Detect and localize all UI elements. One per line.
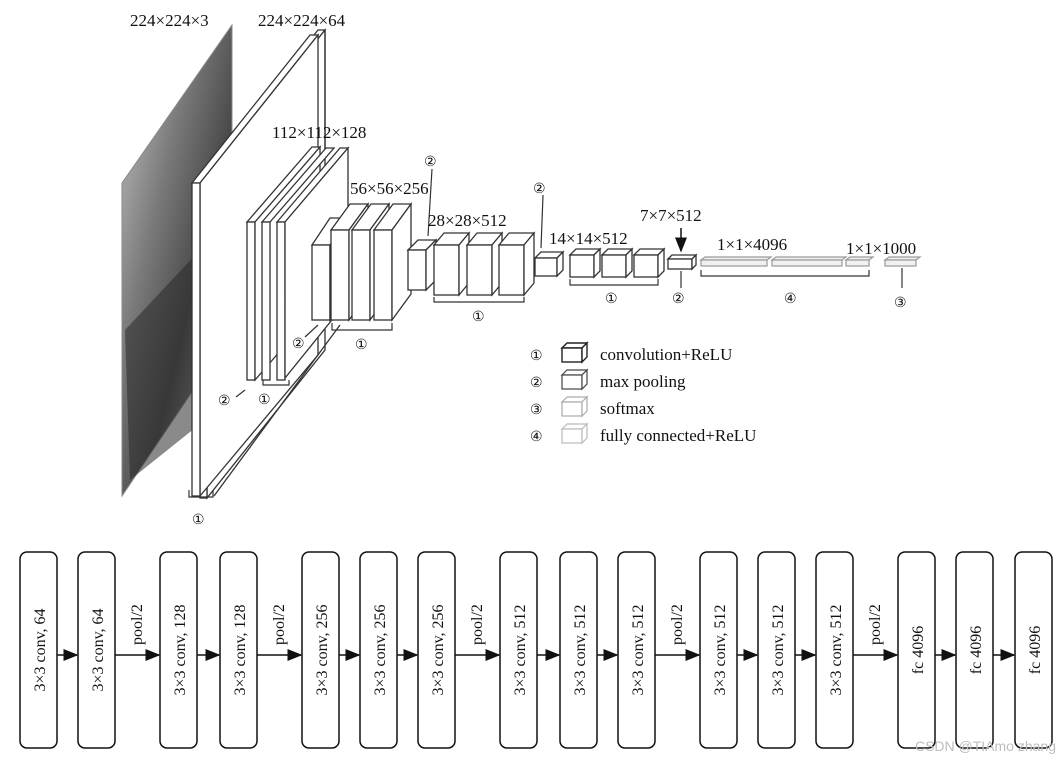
fc-layers: [699, 256, 922, 267]
legend-cube-softmax-icon: [560, 395, 589, 418]
marker-block3-pool: ②: [424, 155, 437, 170]
legend-cube-pool-icon: [560, 368, 589, 391]
legend-num-4: ④: [530, 430, 543, 445]
dim-block1: 224×224×64: [258, 11, 346, 30]
legend-label-1: convolution+ReLU: [600, 345, 732, 364]
marker-block5-conv: ①: [605, 292, 618, 307]
pool-label-2: pool/2: [271, 604, 288, 645]
final-pool-layer: [666, 253, 698, 271]
dimension-labels: 224×224×3 224×224×64 112×112×128 56×56×2…: [130, 11, 916, 258]
legend-label-2: max pooling: [600, 372, 686, 391]
legend: ① convolution+ReLU ② max pooling ③ softm…: [530, 341, 756, 445]
marker-block4-pool: ②: [533, 182, 546, 197]
flow-box-1: [19, 551, 58, 749]
dim-block3: 56×56×256: [350, 179, 429, 198]
legend-num-1: ①: [530, 349, 543, 364]
marker-softmax: ③: [894, 296, 907, 311]
marker-block1-conv: ①: [192, 513, 205, 528]
block5-layers: [533, 247, 666, 279]
watermark: CSDN @TIAmo zhang: [914, 738, 1056, 754]
block4-layers: [406, 231, 536, 297]
flow-label-6: 3×3 conv, 256: [372, 604, 389, 695]
flow-label-8: 3×3 conv, 512: [512, 604, 529, 695]
dim-input: 224×224×3: [130, 11, 209, 30]
flow-label-16: fc 4096: [1027, 626, 1044, 674]
flow-label-7: 3×3 conv, 256: [430, 604, 447, 695]
legend-label-3: softmax: [600, 399, 655, 418]
pool-label-3: pool/2: [469, 604, 486, 645]
legend-cube-fc-icon: [560, 422, 589, 445]
flow-label-14: fc 4096: [910, 626, 927, 674]
marker-block2-conv: ①: [258, 393, 271, 408]
marker-block1-pool: ②: [218, 394, 231, 409]
dim-block4: 28×28×512: [428, 211, 507, 230]
flow-label-11: 3×3 conv, 512: [712, 604, 729, 695]
dim-block5: 14×14×512: [549, 229, 628, 248]
legend-num-2: ②: [530, 376, 543, 391]
flow-label-10: 3×3 conv, 512: [630, 604, 647, 695]
flow-label-3: 3×3 conv, 128: [172, 604, 189, 695]
marker-block4-conv: ①: [472, 310, 485, 325]
flow-label-2: 3×3 conv, 64: [90, 608, 107, 691]
marker-block3-conv: ①: [355, 338, 368, 353]
block2-layers: [245, 145, 350, 382]
flow-label-15: fc 4096: [968, 626, 985, 674]
pool-label-4: pool/2: [669, 604, 686, 645]
flow-label-1: 3×3 conv, 64: [32, 608, 49, 691]
input-image-building: [125, 250, 205, 480]
flow-label-5: 3×3 conv, 256: [314, 604, 331, 695]
pool-labels: pool/2 pool/2 pool/2 pool/2 pool/2: [129, 604, 884, 645]
pool-label-5: pool/2: [867, 604, 884, 645]
flow-boxes: [19, 551, 1053, 749]
dim-pool5: 7×7×512: [640, 206, 702, 225]
flow-box-labels: 3×3 conv, 64 3×3 conv, 64 3×3 conv, 128 …: [32, 604, 1044, 695]
block3-layers: [310, 202, 413, 323]
marker-block5-pool: ②: [672, 292, 685, 307]
dim-softmax: 1×1×1000: [846, 239, 916, 258]
legend-label-4: fully connected+ReLU: [600, 426, 756, 445]
marker-fc: ④: [784, 292, 797, 307]
flow-label-12: 3×3 conv, 512: [770, 604, 787, 695]
flow-label-4: 3×3 conv, 128: [232, 604, 249, 695]
legend-num-3: ③: [530, 403, 543, 418]
pool-label-1: pool/2: [129, 604, 146, 645]
dim-block2: 112×112×128: [272, 123, 366, 142]
brackets: [188, 168, 903, 498]
layer-markers: ① ② ① ② ① ② ① ② ① ② ④ ③: [192, 155, 907, 528]
marker-block2-pool: ②: [292, 337, 305, 352]
flow-label-13: 3×3 conv, 512: [828, 604, 845, 695]
flow-label-9: 3×3 conv, 512: [572, 604, 589, 695]
legend-cube-conv-icon: [560, 341, 589, 364]
dim-fc: 1×1×4096: [717, 235, 787, 254]
